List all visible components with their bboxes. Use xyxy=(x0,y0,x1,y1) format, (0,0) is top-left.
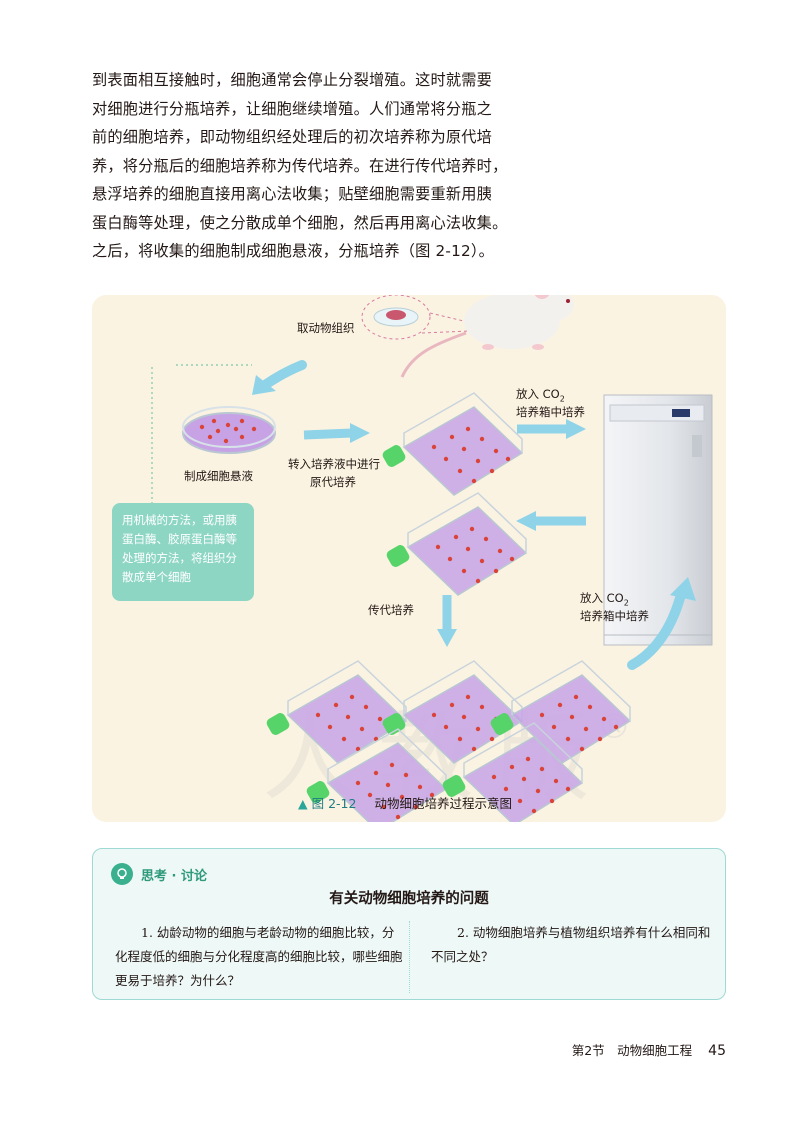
label-transfer-line2: 原代培养 xyxy=(310,475,356,489)
question-1: 1. 幼龄动物的细胞与老龄动物的细胞比较，分化程度低的细胞与分化程度高的细胞比较… xyxy=(115,925,403,988)
discussion-label: 思考 · 讨论 xyxy=(141,868,207,884)
label-transfer-line1: 转入培养液中进行 xyxy=(288,457,380,471)
note-box: 用机械的方法，或用胰蛋白酶、胶原蛋白酶等处理的方法，将组织分散成单个细胞 xyxy=(112,503,254,601)
label-co2-top-line2: 培养箱中培养 xyxy=(516,405,585,419)
question-2: 2. 动物细胞培养与植物组织培养有什么相同和不同之处？ xyxy=(431,925,711,964)
figure-cell-culture: 人教版 ® xyxy=(92,295,726,822)
diagram-illustration xyxy=(151,295,713,822)
co2-incubator-icon xyxy=(603,394,713,646)
discussion-box: 思考 · 讨论 有关动物细胞培养的问题 1. 幼龄动物的细胞与老龄动物的细胞比较… xyxy=(92,848,726,1000)
section-title: 第2节 动物细胞工程 xyxy=(571,1043,693,1058)
caption-title: 动物细胞培养过程示意图 xyxy=(374,796,512,811)
label-co2-bottom: 放入 CO2 xyxy=(580,591,629,608)
paragraph-line: 蛋白酶等处理，使之分散成单个细胞，然后再用离心法收集。 xyxy=(92,213,508,232)
paragraph-line: 养，将分瓶后的细胞培养称为传代培养。在进行传代培养时， xyxy=(92,156,508,175)
page-number: 45 xyxy=(708,1043,726,1059)
label-subculture: 传代培养 xyxy=(368,603,414,617)
label-co2-top: 放入 CO2 xyxy=(516,387,565,404)
mouse-icon xyxy=(400,295,574,378)
discussion-header: 思考 · 讨论 xyxy=(111,863,207,885)
paragraph-line: 对细胞进行分瓶培养，让细胞继续增殖。人们通常将分瓶之 xyxy=(92,99,493,118)
caption-triangle-icon: ▲ xyxy=(298,796,308,811)
suspension-dish-icon xyxy=(182,406,276,454)
paragraph-line: 到表面相互接触时，细胞通常会停止分裂增殖。这时就需要 xyxy=(92,71,493,89)
paragraph-line: 悬浮培养的细胞直接用离心法收集；贴壁细胞需要重新用胰 xyxy=(92,185,493,203)
paragraph-line: 前的细胞培养，即动物组织经处理后的初次培养称为原代培 xyxy=(92,128,493,146)
caption-number: 图 2-12 xyxy=(311,796,357,811)
tissue-dish-icon xyxy=(361,295,473,340)
page-footer: 第2节 动物细胞工程 45 xyxy=(572,1040,726,1059)
grown-culture-flask xyxy=(384,492,527,596)
label-take-tissue: 取动物组织 xyxy=(297,321,355,335)
label-co2-bottom-line2: 培养箱中培养 xyxy=(580,609,649,623)
paragraph-line: 之后，将收集的细胞制成细胞悬液，分瓶培养（图 2-12）。 xyxy=(92,242,494,260)
body-paragraph: 到表面相互接触时，细胞通常会停止分裂增殖。这时就需要 对细胞进行分瓶培养，让细胞… xyxy=(92,66,512,266)
primary-culture-flask xyxy=(380,392,523,496)
figure-caption: ▲ 图 2-12 动物细胞培养过程示意图 xyxy=(298,793,512,812)
subculture-flask xyxy=(264,660,407,764)
question-divider xyxy=(409,921,410,993)
discussion-title: 有关动物细胞培养的问题 xyxy=(329,891,489,907)
label-make-suspension: 制成细胞悬液 xyxy=(184,469,253,483)
lightbulb-icon xyxy=(111,863,133,885)
